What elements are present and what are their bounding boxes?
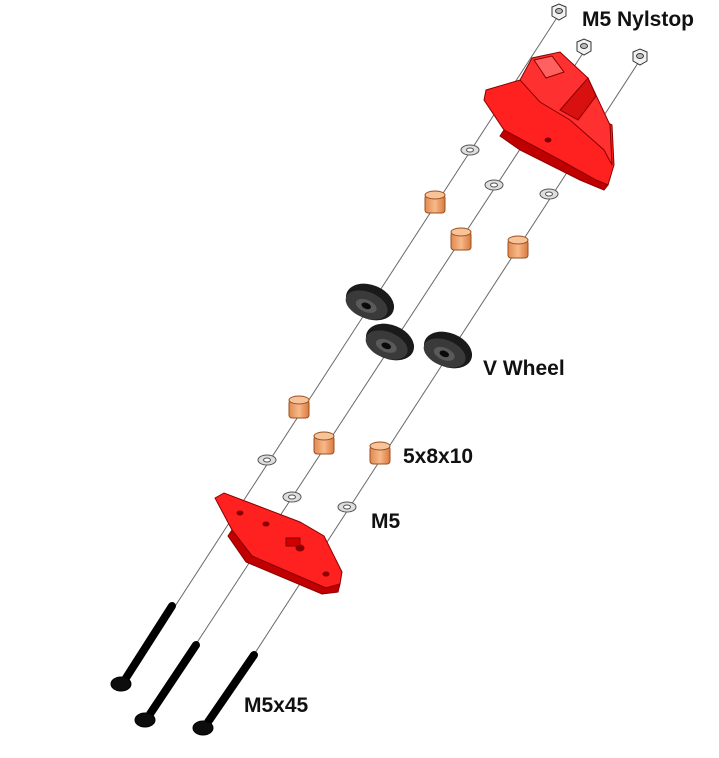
bolts — [110, 602, 258, 736]
label-spacer: 5x8x10 — [403, 445, 474, 468]
bolt — [134, 641, 200, 728]
v-wheel — [345, 283, 395, 321]
lower-washers — [257, 454, 357, 513]
upper-washers — [460, 144, 559, 200]
nylstop-nut — [551, 3, 567, 21]
nylstop-nut — [632, 48, 648, 66]
top-bracket — [483, 51, 615, 191]
label-nylstop-nut: M5 Nylstop — [582, 8, 695, 31]
label-bolt: M5x45 — [244, 694, 309, 717]
axis-line-left — [121, 15, 559, 689]
v-wheel — [423, 331, 473, 369]
spacer — [424, 190, 446, 214]
axis-line-mid — [144, 49, 586, 723]
lower-spacers — [288, 395, 391, 465]
spacer — [369, 441, 391, 465]
nylstop-nuts — [551, 3, 648, 66]
bottom-plate — [214, 492, 343, 595]
label-washer: M5 — [371, 510, 401, 533]
label-v-wheel: V Wheel — [483, 357, 565, 380]
spacer — [288, 395, 310, 419]
upper-spacers — [424, 190, 529, 259]
spacer — [507, 235, 529, 259]
v-wheels — [345, 283, 473, 369]
spacer — [450, 227, 472, 251]
bolt — [192, 651, 258, 736]
nylstop-nut — [576, 38, 592, 56]
v-wheel — [365, 323, 415, 361]
spacer — [313, 431, 335, 455]
bolt — [110, 602, 176, 692]
